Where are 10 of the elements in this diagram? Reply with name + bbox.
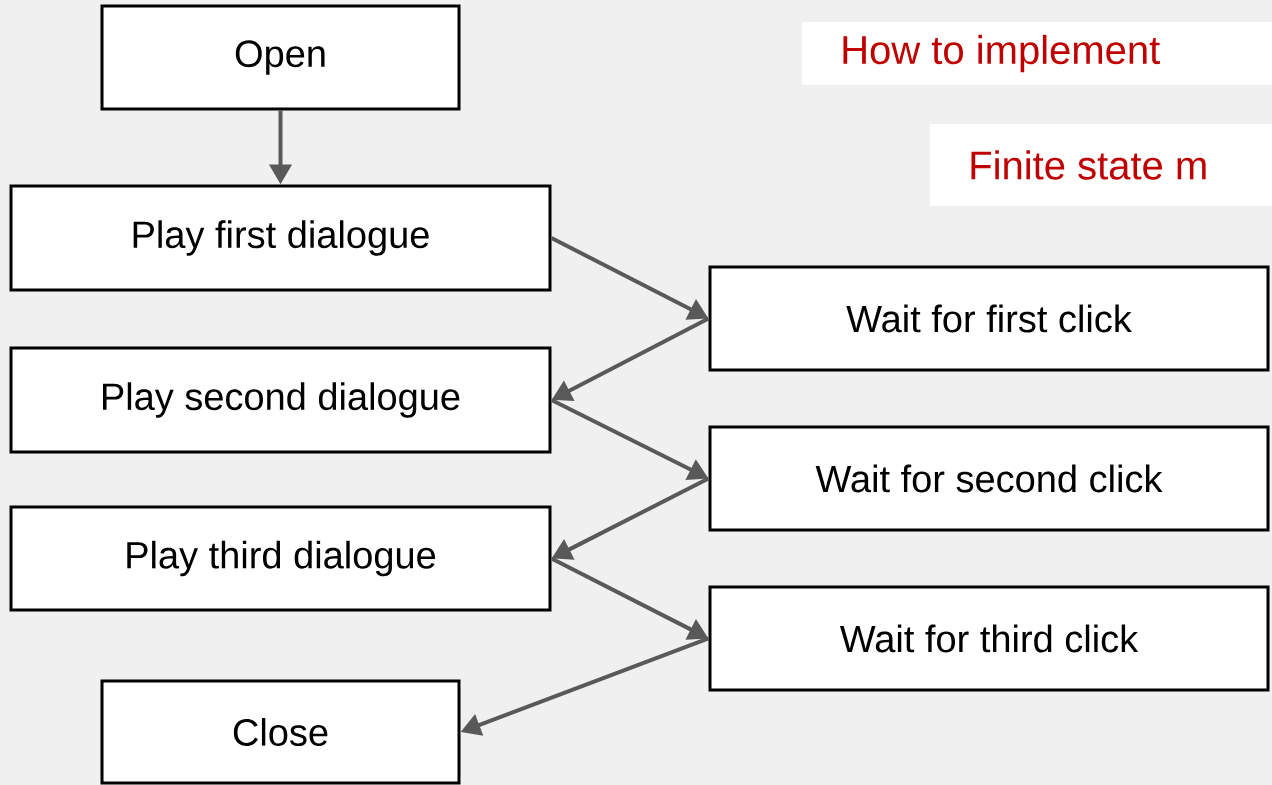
state-box: Wait for third click (708, 585, 1270, 692)
state-box: Wait for second click (708, 425, 1270, 532)
state-box: Close (100, 679, 461, 785)
heading-text: Finite state m (930, 124, 1272, 206)
state-box: Play third dialogue (9, 505, 552, 612)
heading-text: How to implement (802, 22, 1272, 85)
state-box: Wait for first click (708, 265, 1270, 372)
state-box: Play second dialogue (9, 346, 552, 454)
state-box: Open (100, 4, 461, 111)
state-box: Play first dialogue (9, 184, 552, 292)
